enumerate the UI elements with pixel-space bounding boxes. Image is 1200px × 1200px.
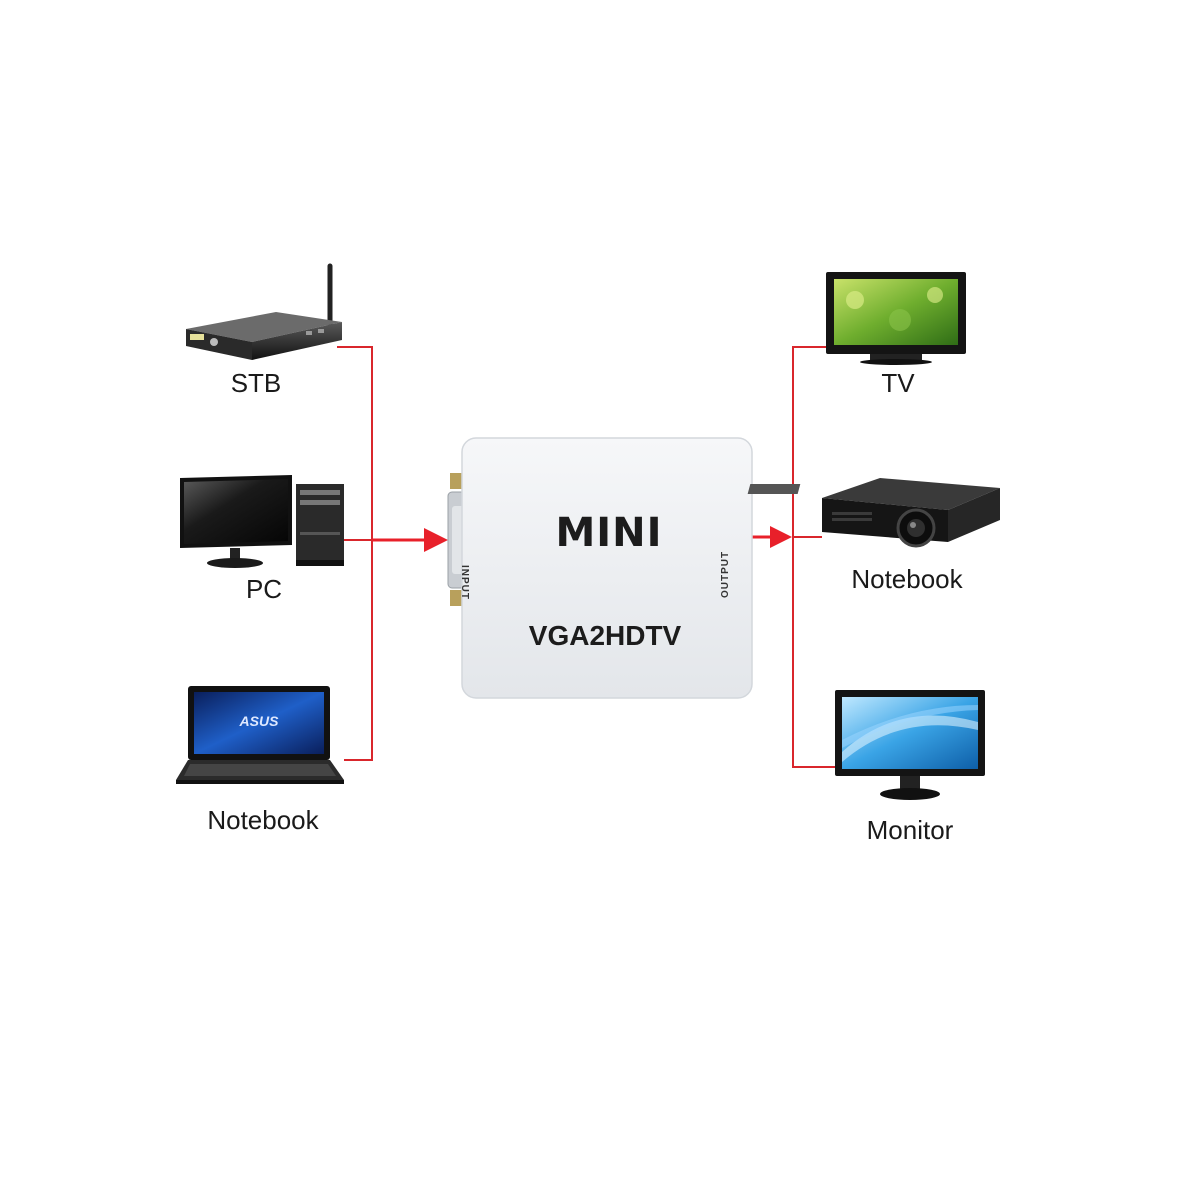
output-arrow xyxy=(752,526,792,548)
projector-icon xyxy=(747,478,1000,548)
stb-label: STB xyxy=(230,368,282,398)
monitor-icon xyxy=(835,690,985,800)
monitor-label: Monitor xyxy=(866,815,954,845)
notebook-laptop-icon: ASUS xyxy=(176,686,344,784)
pc-icon xyxy=(180,475,344,568)
input-connector-lines xyxy=(337,346,373,761)
stb-icon xyxy=(186,263,342,360)
tv-label: TV xyxy=(881,368,915,398)
pc-label: PC xyxy=(245,574,283,604)
converter-model: VGA2HDTV xyxy=(528,620,682,651)
vga2hdtv-converter xyxy=(447,437,753,699)
output-connector-lines xyxy=(792,346,835,768)
converter-brand: MINI xyxy=(555,510,663,556)
input-arrow xyxy=(372,528,448,552)
tv-icon xyxy=(826,272,966,365)
output-port-label: OUTPUT xyxy=(720,550,731,598)
notebook-output-label: Notebook xyxy=(851,564,963,594)
notebook-input-label: Notebook xyxy=(207,805,319,835)
input-port-label: INPUT xyxy=(459,565,470,600)
asus-logo: ASUS xyxy=(239,713,280,729)
